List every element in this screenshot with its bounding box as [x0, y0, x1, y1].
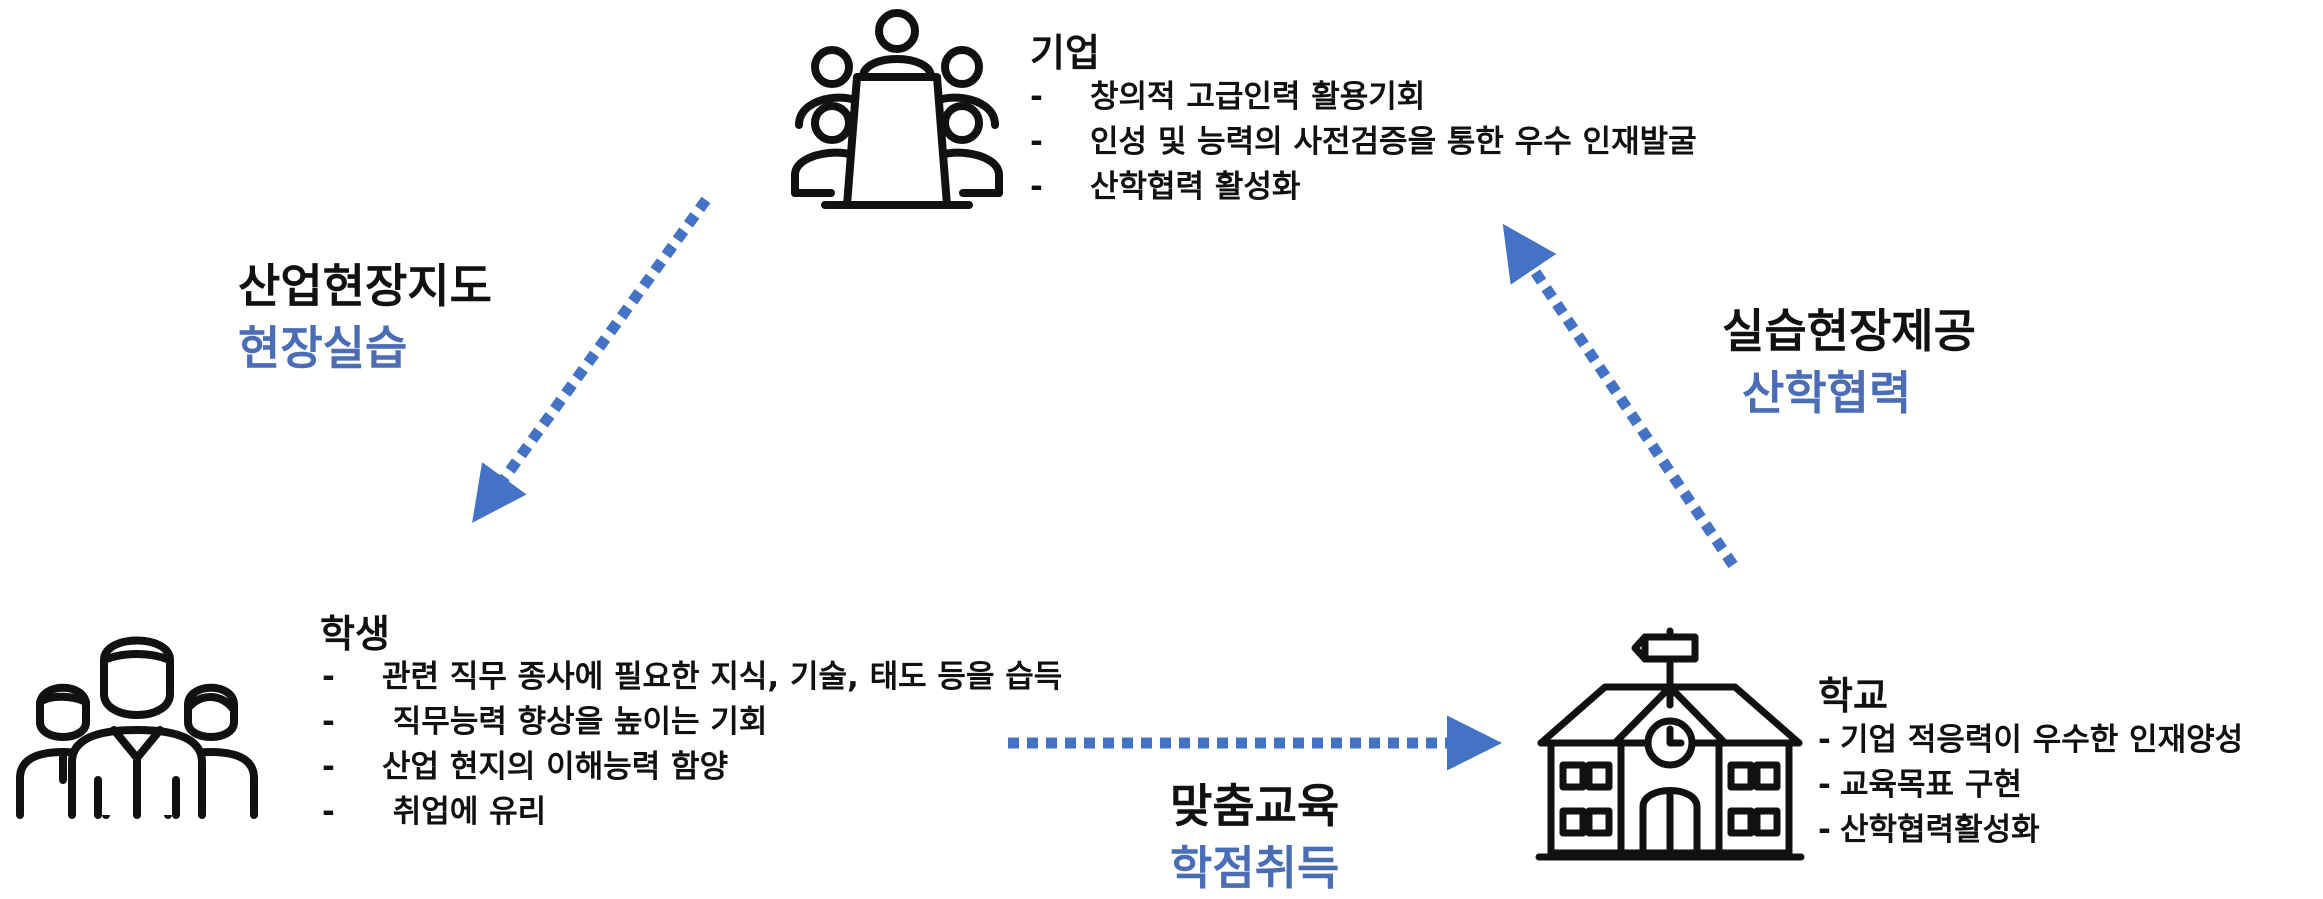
student-benefit-text: 산업 현지의 이해능력 함양 — [382, 749, 729, 785]
student-benefit-item: - 직무능력 향상을 높이는 기회 — [322, 700, 1062, 745]
list-dash: - — [1030, 79, 1043, 115]
school-benefit-text: 교육목표 구현 — [1840, 767, 2022, 803]
company-benefits-list: - 창의적 고급인력 활용기회 - 인성 및 능력의 사전검증을 통한 우수 인재발… — [1030, 75, 1697, 210]
company-benefit-item: - 창의적 고급인력 활용기회 — [1030, 75, 1697, 120]
meeting-table-icon — [791, 9, 1003, 209]
edge-sub-label: 산학협력 — [1742, 366, 1912, 420]
school-benefit-text: 산학협력활성화 — [1840, 812, 2040, 848]
school-benefit-item: -산학협력활성화 — [1818, 808, 2243, 853]
list-dash: - — [322, 659, 335, 695]
list-dash: - — [1030, 124, 1043, 160]
list-dash: - — [322, 704, 335, 740]
school-building-icon — [1535, 627, 1805, 861]
edge-sub-label: 학점취득 — [1170, 841, 1340, 895]
company-benefit-text: 산학협력 활성화 — [1090, 169, 1301, 205]
company-benefit-item: - 인성 및 능력의 사전검증을 통한 우수 인재발굴 — [1030, 120, 1697, 165]
list-dash: - — [322, 749, 335, 785]
list-dash: - — [1818, 812, 1831, 848]
company-benefit-text: 창의적 고급인력 활용기회 — [1090, 79, 1426, 115]
arrow-school-to-company — [1502, 223, 1738, 569]
student-benefit-text: 취업에 유리 — [382, 794, 547, 830]
company-title: 기업 — [1030, 31, 1100, 75]
school-benefit-text: 기업 적응력이 우수한 인재양성 — [1840, 722, 2244, 758]
list-dash: - — [1030, 169, 1043, 205]
edge-main-label: 산업현장지도 — [238, 259, 492, 313]
school-benefits-list: -기업 적응력이 우수한 인재양성 -교육목표 구현 -산학협력활성화 — [1818, 718, 2243, 853]
list-dash: - — [1818, 767, 1831, 803]
list-dash: - — [322, 794, 335, 830]
people-group-icon — [16, 636, 258, 819]
edge-main-label: 맞춤교육 — [1170, 779, 1340, 833]
student-benefit-item: - 관련 직무 종사에 필요한 지식, 기술, 태도 등을 습득 — [322, 655, 1062, 700]
school-benefit-item: -기업 적응력이 우수한 인재양성 — [1818, 718, 2243, 763]
edge-label-school-to-company: 실습현장제공 산학협력 — [1722, 300, 1976, 424]
student-benefit-text: 직무능력 향상을 높이는 기회 — [382, 704, 768, 740]
student-title: 학생 — [320, 612, 390, 656]
edge-main-label: 실습현장제공 — [1722, 304, 1976, 358]
school-benefit-item: -교육목표 구현 — [1818, 763, 2243, 808]
arrow-company-to-student — [472, 196, 711, 523]
edge-sub-label: 현장실습 — [238, 321, 408, 375]
edge-label-company-to-student: 산업현장지도 현장실습 — [238, 255, 492, 379]
company-benefit-text: 인성 및 능력의 사전검증을 통한 우수 인재발굴 — [1090, 124, 1697, 160]
list-dash: - — [1818, 722, 1831, 758]
student-benefit-item: - 산업 현지의 이해능력 함양 — [322, 745, 1062, 790]
student-benefits-list: - 관련 직무 종사에 필요한 지식, 기술, 태도 등을 습득 - 직무능력 향… — [322, 655, 1062, 835]
edge-label-student-to-school: 맞춤교육 학점취득 — [1170, 775, 1339, 899]
student-benefit-text: 관련 직무 종사에 필요한 지식, 기술, 태도 등을 습득 — [382, 659, 1063, 695]
company-benefit-item: - 산학협력 활성화 — [1030, 165, 1697, 210]
student-benefit-item: - 취업에 유리 — [322, 790, 1062, 835]
school-title: 학교 — [1818, 674, 1888, 718]
